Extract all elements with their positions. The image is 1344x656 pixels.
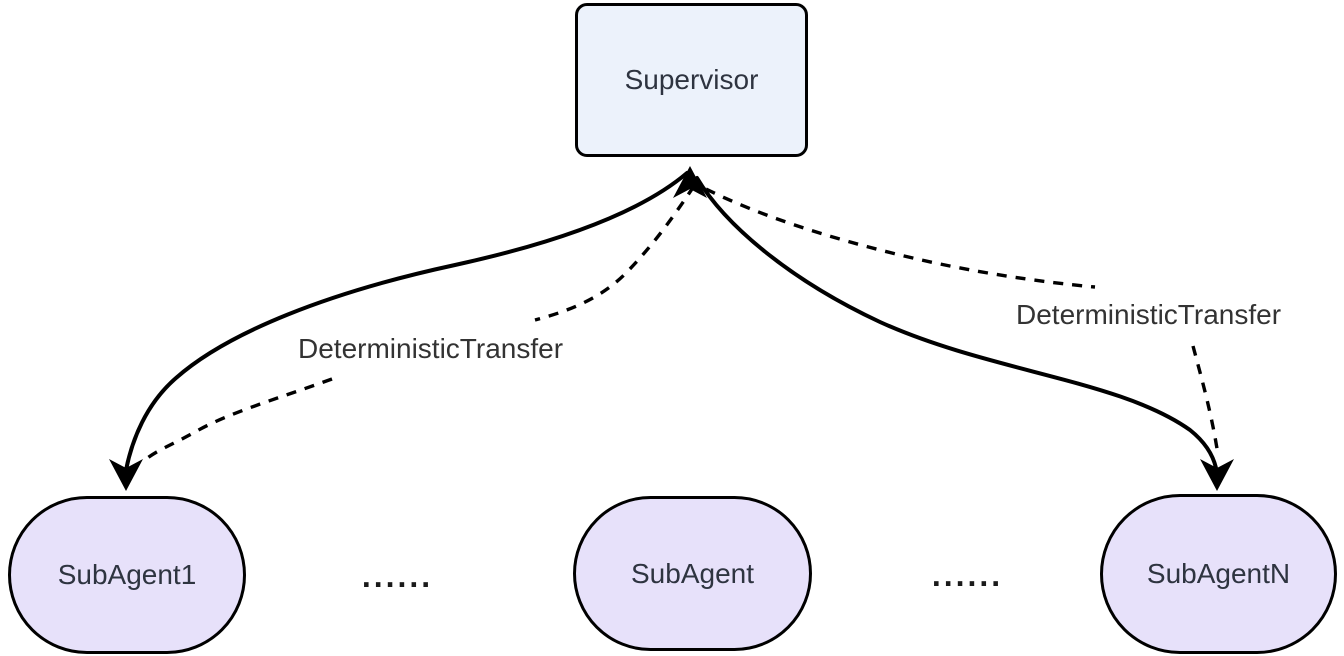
arrowhead-down-subagent1: [109, 459, 143, 491]
edge-supervisor-subagent1-solid: [124, 171, 689, 472]
node-subagentN-label: SubAgentN: [1146, 558, 1291, 589]
ellipsis-left: ......: [361, 558, 434, 594]
node-subagent1: SubAgent1: [8, 496, 246, 654]
arrowhead-up-supervisor: [673, 166, 707, 198]
edge-label-deterministic-transfer-left: DeterministicTransfer: [298, 333, 564, 365]
node-subagent: SubAgent: [573, 496, 812, 651]
node-subagent-label: SubAgent: [631, 557, 754, 589]
edge-label-deterministic-transfer-right: DeterministicTransfer: [1016, 299, 1282, 331]
node-subagent1-label: SubAgent1: [57, 559, 197, 590]
node-subagentN: SubAgentN: [1100, 494, 1337, 654]
edge-supervisor-subagent1-dashed: [140, 185, 696, 465]
node-supervisor-label: Supervisor: [624, 64, 759, 95]
edge-supervisor-subagentN-solid: [695, 176, 1218, 470]
arrowhead-down-subagentN: [1200, 459, 1234, 491]
edge-supervisor-subagentN-dashed: [705, 187, 1220, 456]
node-supervisor: Supervisor: [575, 3, 808, 157]
ellipsis-right: ......: [931, 557, 1004, 593]
